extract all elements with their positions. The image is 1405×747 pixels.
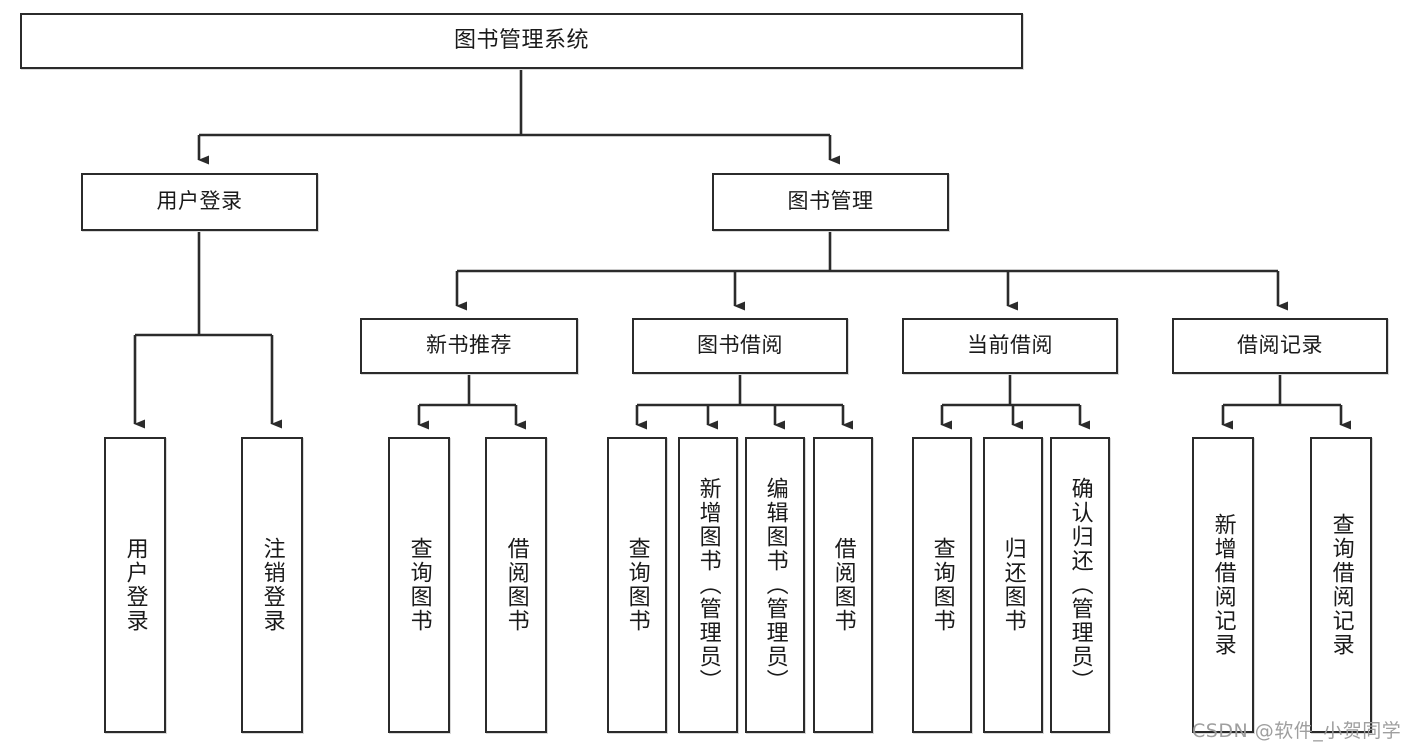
node-root-label: 图书管理系统: [453, 27, 589, 53]
node-leaf-edit-book[interactable]: 编辑图书（管理员）: [745, 437, 805, 733]
node-borrow-record[interactable]: 借阅记录: [1172, 318, 1388, 374]
node-leaf-query-book-2[interactable]: 查询图书: [607, 437, 667, 733]
node-user-login[interactable]: 用户登录: [81, 173, 318, 231]
node-current-borrow[interactable]: 当前借阅: [902, 318, 1118, 374]
node-book-borrow[interactable]: 图书借阅: [632, 318, 848, 374]
node-new-book-rec-label: 新书推荐: [426, 333, 512, 358]
node-leaf-logout-label: 注销登录: [259, 537, 285, 633]
node-book-manage-label: 图书管理: [787, 189, 874, 214]
node-leaf-logout[interactable]: 注销登录: [241, 437, 303, 733]
node-leaf-edit-book-label: 编辑图书（管理员）: [762, 477, 788, 693]
node-leaf-query-record-label: 查询借阅记录: [1328, 513, 1354, 657]
node-leaf-return-book-label: 归还图书: [1000, 537, 1026, 633]
node-root[interactable]: 图书管理系统: [20, 13, 1023, 69]
node-leaf-return-book[interactable]: 归还图书: [983, 437, 1043, 733]
node-leaf-add-book[interactable]: 新增图书（管理员）: [678, 437, 738, 733]
node-leaf-add-record[interactable]: 新增借阅记录: [1192, 437, 1254, 733]
node-leaf-user-login-label: 用户登录: [122, 537, 148, 633]
node-leaf-add-record-label: 新增借阅记录: [1210, 513, 1236, 657]
node-leaf-borrow-book-1-label: 借阅图书: [503, 537, 529, 633]
node-leaf-confirm-return[interactable]: 确认归还（管理员）: [1050, 437, 1110, 733]
csdn-watermark: CSDN @软件_小贺同学: [1192, 720, 1402, 742]
node-leaf-query-book-3-label: 查询图书: [929, 537, 955, 633]
node-current-borrow-label: 当前借阅: [967, 333, 1053, 358]
node-new-book-rec[interactable]: 新书推荐: [360, 318, 578, 374]
node-book-manage[interactable]: 图书管理: [712, 173, 949, 231]
node-leaf-borrow-book-2-label: 借阅图书: [830, 537, 856, 633]
node-leaf-query-book-2-label: 查询图书: [624, 537, 650, 633]
node-leaf-borrow-book-1[interactable]: 借阅图书: [485, 437, 547, 733]
node-leaf-query-book-3[interactable]: 查询图书: [912, 437, 972, 733]
node-leaf-user-login[interactable]: 用户登录: [104, 437, 166, 733]
node-leaf-add-book-label: 新增图书（管理员）: [695, 477, 721, 693]
node-leaf-query-book-1[interactable]: 查询图书: [388, 437, 450, 733]
node-user-login-label: 用户登录: [156, 189, 243, 214]
node-leaf-query-book-1-label: 查询图书: [406, 537, 432, 633]
node-leaf-borrow-book-2[interactable]: 借阅图书: [813, 437, 873, 733]
node-leaf-confirm-return-label: 确认归还（管理员）: [1067, 477, 1093, 693]
node-leaf-query-record[interactable]: 查询借阅记录: [1310, 437, 1372, 733]
node-borrow-record-label: 借阅记录: [1237, 333, 1323, 358]
node-book-borrow-label: 图书借阅: [697, 333, 783, 358]
